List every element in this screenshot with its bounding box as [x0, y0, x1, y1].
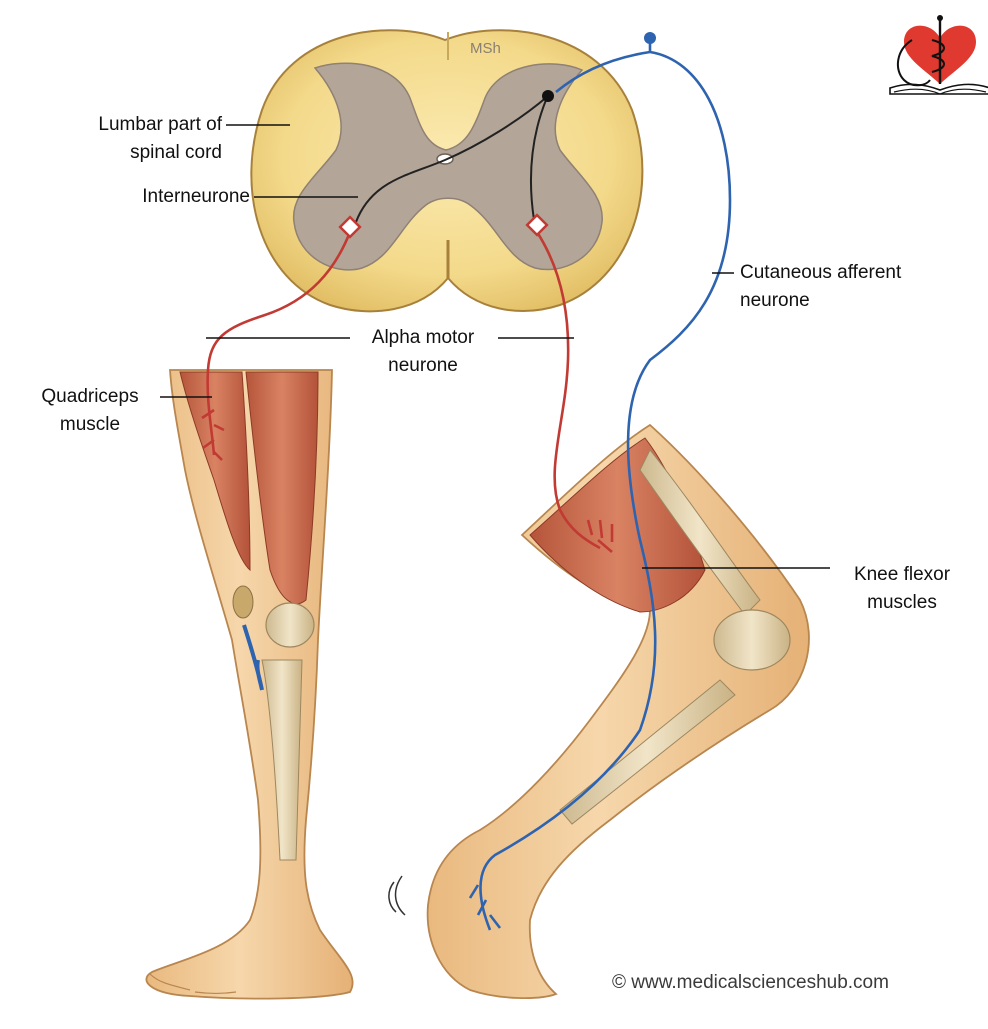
label-alpha-motor-neurone: Alpha motor neurone: [350, 324, 496, 380]
label-quadriceps-line2: muscle: [59, 414, 121, 435]
label-knee-line2: muscles: [867, 592, 937, 613]
alpha-motor-neurone-quadriceps: [201, 231, 352, 461]
motion-lines-icon: [388, 875, 406, 916]
copyright-credit: © www.medicalscienceshub.com: [612, 972, 889, 993]
label-lumbar-line2: spinal cord: [130, 142, 222, 163]
msh-mark: MSh: [470, 40, 501, 57]
label-knee-flexor-muscles: Knee flexor muscles: [832, 561, 972, 617]
label-knee-line1: Knee flexor: [853, 564, 951, 585]
label-cutaneous-afferent-neurone: Cutaneous afferent neurone: [740, 259, 980, 315]
leader-lines: [160, 124, 830, 569]
motor-cell-body-right: [525, 213, 549, 237]
label-alpha-line1: Alpha motor: [371, 327, 475, 348]
standing-leg: [145, 369, 354, 1000]
interneurone-cell-body: [542, 90, 554, 102]
label-cutaneous-line1: Cutaneous afferent: [740, 262, 902, 283]
label-alpha-line2: neurone: [388, 355, 458, 376]
label-quadriceps-line1: Quadriceps: [41, 386, 139, 407]
label-cutaneous-line2: neurone: [740, 290, 810, 311]
dorsal-root-ganglion: [644, 32, 656, 44]
motor-cell-body-left: [338, 215, 362, 239]
label-interneurone: Interneurone: [142, 186, 250, 207]
label-quadriceps-muscle: Quadriceps muscle: [20, 383, 160, 439]
medical-logo-icon: [889, 15, 988, 95]
label-lumbar-spinal-cord: Lumbar part of spinal cord: [46, 111, 222, 167]
alpha-motor-neurone-flexors: [535, 231, 614, 553]
interneurone-path: [355, 95, 549, 223]
label-lumbar-line1: Lumbar part of: [98, 114, 222, 135]
